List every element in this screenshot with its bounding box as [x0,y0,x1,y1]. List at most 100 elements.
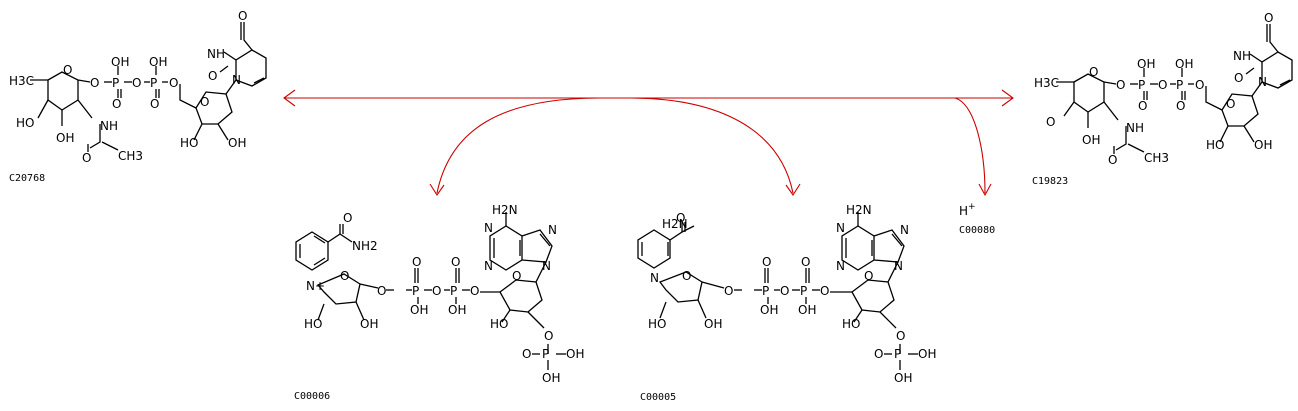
atom-label: OH [542,371,560,385]
atom-label: N [894,259,903,273]
atom-label: O [896,329,905,343]
atom-label: P [1176,78,1183,92]
atom-label: H3C [9,74,34,88]
atom-label: O [470,284,479,298]
atom-label: O [1234,71,1243,85]
compound-id-c00080[interactable]: C00080 [959,225,995,236]
atom-label: O [1264,11,1273,25]
atom-label: OH [1137,57,1155,71]
compound-id-c19823[interactable]: C19823 [1032,176,1068,187]
atom-label: P [412,284,419,298]
atom-label: P [450,284,457,298]
atom-label: H3C [1034,76,1059,90]
atom-label: OH [704,317,722,331]
atom-label: N [836,259,845,273]
atom-label: HO [490,317,508,331]
atom-label: O [132,76,141,90]
proton-symbol: H [959,204,968,218]
atom-label: O [762,255,771,269]
atom-label: NH [1126,121,1144,135]
atom-label: O [90,76,99,90]
proton-charge: + [968,202,976,212]
atom-label: O [1108,153,1117,167]
atom-label: HO [16,116,34,130]
atom-label: N [650,271,659,285]
atom-label: O [1089,65,1098,79]
atom-label: O [1138,99,1147,113]
atom-label: O [1158,78,1167,92]
atom-label: O [343,211,352,225]
atom-label: P [150,76,157,90]
atom-label: O [874,347,883,361]
atom-label: OH [149,55,167,69]
atom-label: N+ [306,279,325,293]
reaction-arrows [283,89,1014,197]
atom-label: OH [1254,138,1272,152]
atom-label: CH3 [118,149,143,163]
atom-label: O [1116,78,1125,92]
atom-label: OH [918,347,936,361]
atom-label: OH [410,303,428,317]
atom-label: OH [1082,133,1100,147]
atom-label: O [801,255,810,269]
atom-label: OH [566,347,584,361]
atom-label: O [200,95,209,109]
atom-label: O [544,329,553,343]
atom-label: OH [448,303,466,317]
atom-label: O [864,269,873,283]
structure-c00080: H + C00080 [959,202,995,236]
atom-label: H2N [492,203,518,217]
atom-label: OH [56,131,74,145]
atom-label: OH [111,55,129,69]
structure-c20768: H3C O O P OH O O P OH O O O HO OH NH O C… [9,9,267,184]
compound-id-c00006[interactable]: C00006 [294,391,330,402]
atom-label: HO [648,317,666,331]
cofactor-arrowhead-proton [978,183,992,197]
arrowhead-right [1001,89,1014,107]
atom-label: O [820,284,829,298]
atom-label: N [484,259,493,273]
atom-label: HO [842,317,860,331]
atom-label: P [800,284,807,298]
atom-label: N [1258,75,1267,89]
atom-label: P [762,284,769,298]
atom-label: N [484,221,493,235]
atom-label: P [1138,78,1145,92]
atom-label: O [340,269,349,283]
atom-label: O [512,269,521,283]
cofactor-arrow-proton [954,97,986,194]
atom-label: O [1226,97,1235,111]
compound-id-c20768[interactable]: C20768 [9,173,45,184]
atom-label: O [724,284,733,298]
atom-label: N [836,221,845,235]
atom-label: H2N [846,203,872,217]
atom-label: O [238,9,247,23]
cofactor-arrowhead-nadp [429,183,445,196]
cofactor-arrow-nadph [629,97,794,194]
atom-label: HO [304,317,322,331]
cofactor-arrowhead-nadph [785,183,801,196]
atom-label: OH [360,317,378,331]
atom-label: OH [228,136,246,150]
atom-label: O [63,63,72,77]
atom-label: NH2 [352,239,378,253]
atom-label: N [900,223,909,237]
atom-label: N [232,73,241,87]
atom-label: O [82,151,91,165]
atom-label: O [1195,78,1204,92]
atom-label: O [676,211,685,225]
atom-label: OH [798,303,816,317]
atom-label: NH [100,119,118,133]
structure-c00006: O NH2 N+ O HO OH O P O OH O P O OH O O H… [294,203,584,402]
atom-label: HO [180,136,198,150]
atom-label: O [412,255,421,269]
atom-label: O [682,269,691,283]
atom-label: O [377,284,386,298]
atom-label: OH [894,371,912,385]
atom-label: O [208,69,217,83]
atom-label: O [432,284,441,298]
atom-label: O [150,97,159,111]
compound-id-c00005[interactable]: C00005 [640,392,676,403]
